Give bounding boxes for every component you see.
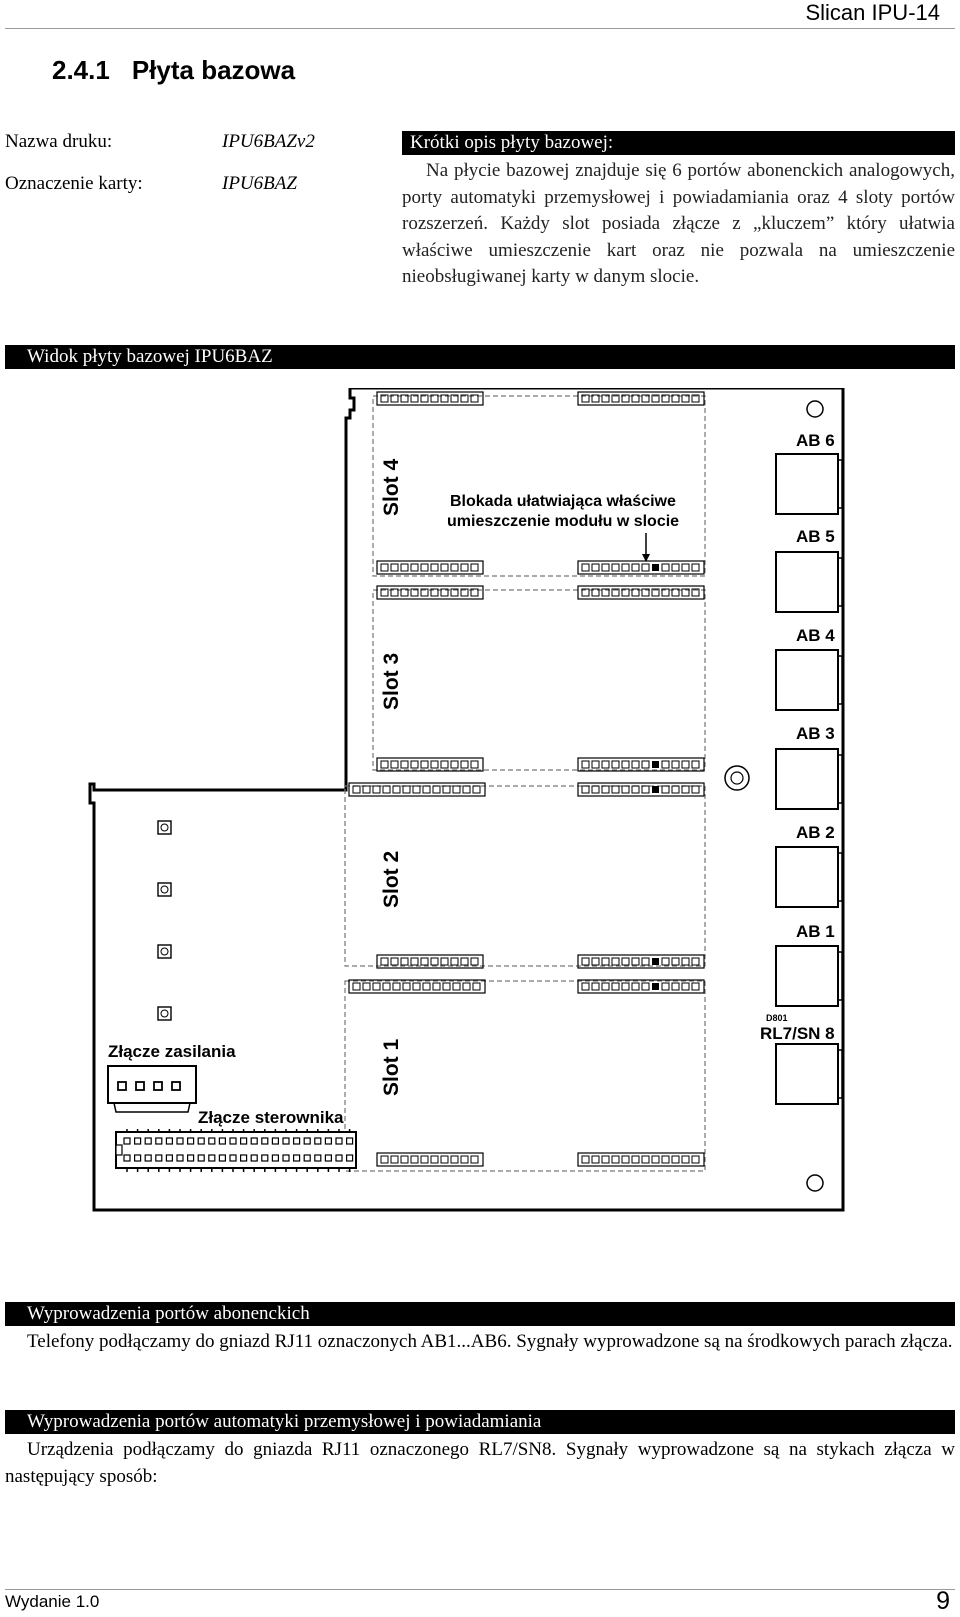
port-label-ab2: AB 2 bbox=[796, 823, 835, 842]
board-outline bbox=[88, 388, 845, 1212]
header-rule bbox=[5, 28, 955, 29]
pin-headers bbox=[348, 391, 705, 1167]
rj11-socket bbox=[775, 748, 843, 810]
card-mark-value: IPU6BAZ bbox=[222, 173, 297, 194]
automation-ports-heading: Wyprowadzenia portów automatyki przemysł… bbox=[5, 1410, 955, 1434]
pin-header bbox=[348, 979, 486, 994]
pin-header bbox=[577, 757, 705, 772]
port-label-ab1: AB 1 bbox=[796, 922, 835, 941]
pin-header bbox=[577, 954, 705, 969]
print-name-value: IPU6BAZv2 bbox=[222, 131, 315, 152]
port-label-ab5: AB 5 bbox=[796, 527, 835, 546]
port-label-ab3: AB 3 bbox=[796, 724, 835, 743]
pin-header bbox=[348, 782, 486, 797]
description-heading: Krótki opis płyty bazowej: bbox=[402, 131, 955, 155]
subscriber-ports-text: Telefony podłączamy do gniazd RJ11 oznac… bbox=[27, 1331, 953, 1352]
rj11-sockets bbox=[775, 453, 843, 1105]
pin-header bbox=[376, 391, 484, 406]
pin-header bbox=[376, 954, 484, 969]
print-name-label: Nazwa druku: bbox=[5, 131, 113, 152]
pin-header bbox=[577, 1152, 705, 1167]
footer-rule bbox=[5, 1589, 955, 1590]
mounting-hole-mid bbox=[724, 765, 750, 791]
power-connector-label: Złącze zasilania bbox=[108, 1042, 236, 1061]
slot-label-2: Slot 2 bbox=[380, 851, 403, 908]
footer-page-number: 9 bbox=[936, 1587, 950, 1615]
port-label-rl7-sn8: RL7/SN 8 bbox=[760, 1024, 835, 1043]
mounting-hole-mid-inner bbox=[730, 771, 744, 785]
pin-header bbox=[577, 979, 705, 994]
controller-connector bbox=[115, 1129, 357, 1172]
led-label: D801 bbox=[766, 1013, 788, 1023]
card-mark-label: Oznaczenie karty: bbox=[5, 173, 143, 194]
slot-label-3: Slot 3 bbox=[380, 653, 403, 710]
footer-edition: Wydanie 1.0 bbox=[5, 1592, 100, 1611]
slot-zone-2 bbox=[344, 785, 706, 967]
automation-ports-text: Urządzenia podłączamy do gniazda RJ11 oz… bbox=[5, 1439, 955, 1487]
header-title: Slican IPU-14 bbox=[805, 0, 940, 25]
board-view-heading: Widok płyty bazowej IPU6BAZ bbox=[5, 345, 955, 369]
pin-header bbox=[376, 757, 484, 772]
rj11-socket bbox=[775, 649, 843, 711]
mounting-hole-bottom bbox=[806, 1174, 824, 1192]
key-arrowhead bbox=[642, 554, 650, 562]
section-title: Płyta bazowa bbox=[131, 55, 296, 85]
port-label-ab6: AB 6 bbox=[796, 431, 835, 450]
controller-connector-label: Złącze sterownika bbox=[198, 1108, 344, 1127]
section-number: 2.4.1 bbox=[52, 55, 110, 85]
rj11-socket bbox=[775, 551, 843, 613]
section-heading: 2.4.1 Płyta bazowa bbox=[52, 55, 295, 86]
slot-label-4: Slot 4 bbox=[380, 459, 403, 516]
port-label-ab4: AB 4 bbox=[796, 626, 835, 645]
description-text: Na płycie bazowej znajduje się 6 portów … bbox=[402, 160, 955, 287]
pin-header bbox=[577, 560, 705, 575]
key-annotation-line2: umieszczenie modułu w slocie bbox=[447, 513, 679, 530]
pin-header bbox=[376, 585, 484, 600]
pin-header bbox=[376, 1152, 484, 1167]
rj11-socket bbox=[775, 945, 843, 1007]
pin-header bbox=[376, 560, 484, 575]
subscriber-ports-heading: Wyprowadzenia portów abonenckich bbox=[5, 1302, 955, 1326]
left-pads bbox=[157, 820, 172, 1021]
rj11-socket bbox=[775, 453, 843, 515]
rj11-socket bbox=[775, 1043, 843, 1105]
pin-header bbox=[577, 782, 705, 797]
pin-header bbox=[577, 391, 705, 406]
key-annotation-line1: Blokada ułatwiająca właściwe bbox=[450, 493, 676, 510]
pin-header bbox=[577, 585, 705, 600]
slot-label-1: Slot 1 bbox=[380, 1039, 403, 1096]
slot-zone-1 bbox=[344, 980, 706, 1172]
power-connector bbox=[107, 1065, 197, 1113]
mounting-hole-top bbox=[806, 400, 824, 418]
rj11-socket bbox=[775, 846, 843, 908]
board-diagram: Slot 4 Slot 3 Slot 2 Slot 1 Blokada ułat… bbox=[88, 388, 845, 1212]
